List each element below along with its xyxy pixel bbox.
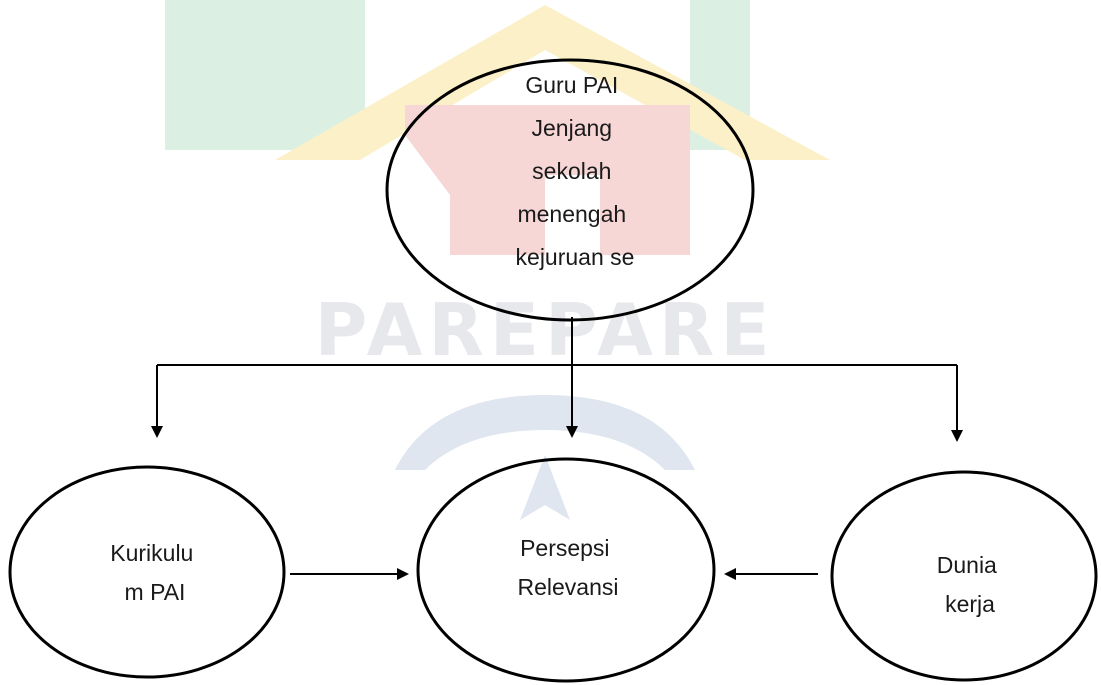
node-guru-pai-line: Jenjang bbox=[532, 115, 613, 141]
connector-lines bbox=[151, 317, 963, 580]
node-kurikulum-pai-line: Kurikulu bbox=[110, 540, 193, 566]
svg-text:Dunia kerja: Dunia kerja bbox=[937, 552, 1004, 617]
node-persepsi-relevansi-ellipse bbox=[416, 457, 716, 683]
node-guru-pai-line: sekolah bbox=[532, 158, 611, 184]
svg-text:Kurikulu m PAI: Kurikulu m PAI bbox=[110, 540, 200, 605]
node-guru-pai: Guru PAI Jenjang sekolah menengah kejuru… bbox=[385, 58, 755, 322]
node-kurikulum-pai-ellipse bbox=[8, 465, 286, 679]
watermark-logo: PAREPARE bbox=[165, 0, 830, 520]
watermark-blue-book bbox=[520, 455, 570, 520]
node-dunia-kerja-line: kerja bbox=[945, 591, 995, 617]
node-kurikulum-pai-line: m PAI bbox=[125, 579, 186, 605]
node-guru-pai-line: Guru PAI bbox=[525, 72, 618, 98]
node-persepsi-relevansi-line: Relevansi bbox=[518, 574, 619, 600]
node-guru-pai-line: kejuruan se bbox=[516, 244, 635, 270]
node-dunia-kerja-line: Dunia bbox=[937, 552, 997, 578]
node-kurikulum-pai: Kurikulu m PAI bbox=[8, 465, 286, 679]
watermark-text: PAREPARE bbox=[314, 288, 775, 372]
watermark-blue-base bbox=[395, 395, 695, 470]
svg-text:Persepsi Relevansi: Persepsi Relevansi bbox=[518, 535, 619, 600]
watermark-green-left bbox=[165, 0, 365, 150]
node-guru-pai-ellipse bbox=[385, 58, 755, 322]
node-guru-pai-line: menengah bbox=[517, 201, 626, 227]
node-persepsi-relevansi: Persepsi Relevansi bbox=[416, 457, 716, 683]
svg-text:Guru PAI Jenjang s: Guru PAI Jenjang sekolah menengah kejuru… bbox=[516, 72, 635, 270]
node-dunia-kerja-ellipse bbox=[830, 470, 1098, 682]
node-persepsi-relevansi-line: Persepsi bbox=[520, 535, 609, 561]
node-dunia-kerja: Dunia kerja bbox=[830, 470, 1098, 682]
watermark-red-emblem bbox=[405, 105, 690, 255]
